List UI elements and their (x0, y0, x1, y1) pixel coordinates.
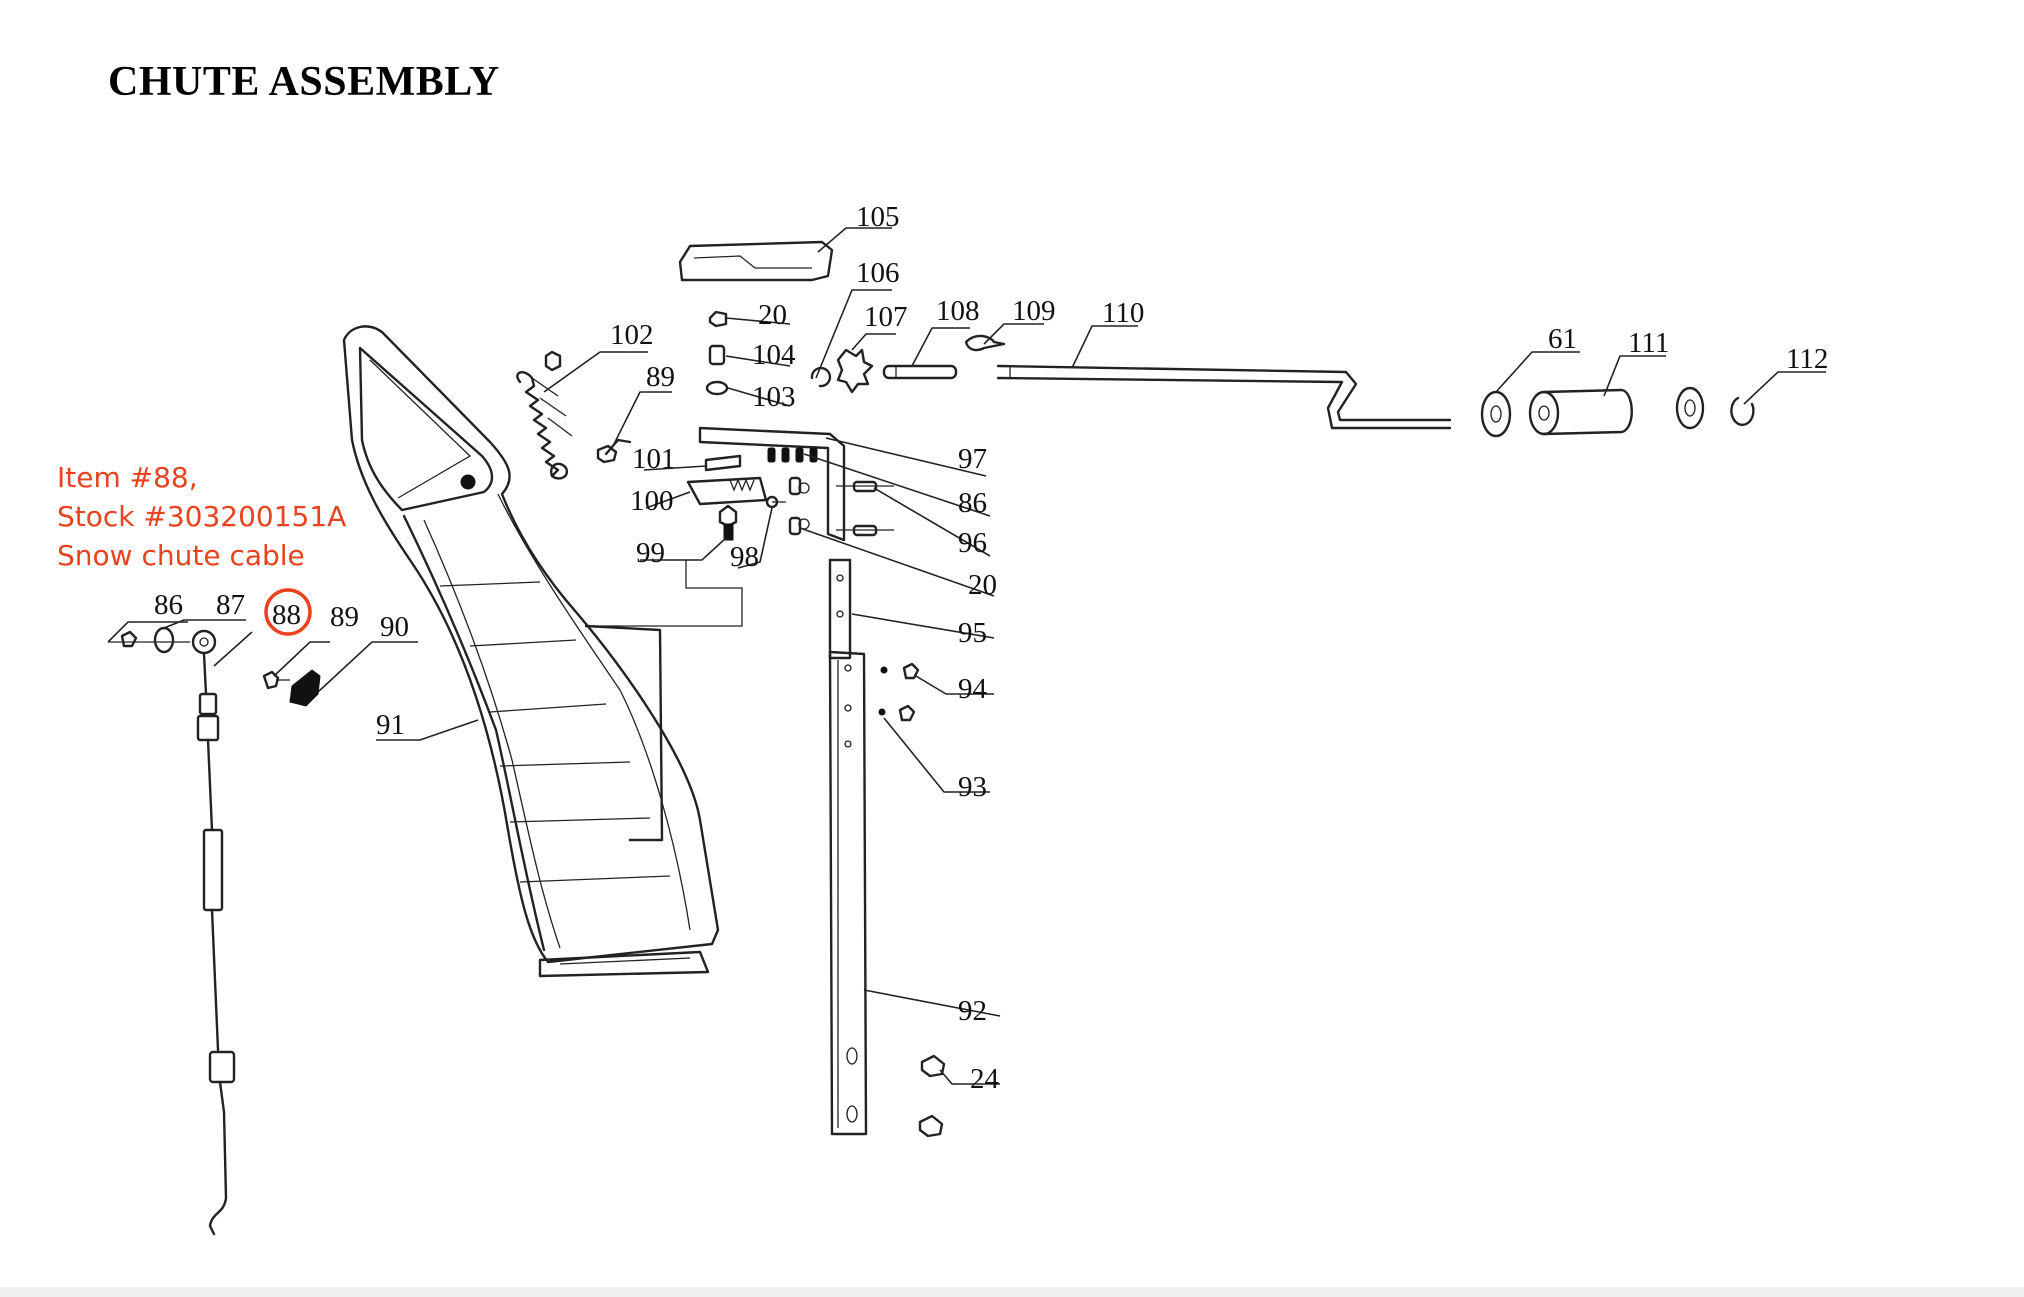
callout-20-side: 20 (968, 569, 997, 601)
callout-106: 106 (856, 257, 900, 289)
callout-99: 99 (636, 537, 665, 569)
callout-20-top: 20 (758, 299, 787, 331)
part-106-clip (810, 366, 832, 388)
callout-88: 88 (272, 599, 301, 631)
callout-87: 87 (216, 589, 245, 621)
part-98-screw (765, 495, 786, 509)
bracket-leader (586, 560, 743, 627)
part-20-nuts-side (788, 476, 802, 536)
part-61-washer (1480, 390, 1512, 438)
callout-91: 91 (376, 709, 405, 741)
part-91-chute (342, 325, 720, 978)
callout-98: 98 (730, 541, 759, 573)
part-86-screws (767, 447, 818, 463)
diagram-title: CHUTE ASSEMBLY (108, 59, 500, 105)
callout-110: 110 (1102, 297, 1144, 329)
part-24-bolts (918, 1054, 946, 1138)
callout-112: 112 (1786, 343, 1828, 375)
part-87-washer (140, 626, 190, 654)
callout-105: 105 (856, 201, 900, 233)
callout-108: 108 (936, 295, 980, 327)
callout-96: 96 (958, 527, 987, 559)
callout-95: 95 (958, 617, 987, 649)
note-line-item: Item #88, (57, 461, 198, 494)
part-washer-right (1675, 386, 1705, 430)
part-104-nut (708, 344, 726, 366)
part-86-screw-left (108, 630, 140, 648)
bottom-scroll-edge (0, 1287, 2024, 1297)
callout-103: 103 (752, 381, 796, 413)
callout-104: 104 (752, 339, 796, 371)
callout-92: 92 (958, 995, 987, 1027)
callout-97: 97 (958, 443, 987, 475)
part-100-rack (686, 476, 768, 506)
callout-86-left: 86 (154, 589, 183, 621)
part-102-spring (516, 350, 573, 480)
part-109-hairpin (964, 334, 1006, 352)
callout-61: 61 (1548, 323, 1577, 355)
part-111-sleeve (1528, 388, 1633, 436)
callout-101: 101 (632, 443, 676, 475)
highlight-circle-88 (264, 588, 312, 636)
item-note: Item #88, Stock #303200151A Snow chute c… (57, 458, 346, 575)
leader-lines (107, 227, 1826, 1085)
part-92-support-bar (828, 650, 868, 1136)
part-107-gear (836, 348, 874, 394)
note-line-stock: Stock #303200151A (57, 500, 347, 533)
part-89-bolt-left (262, 670, 290, 690)
part-101-plate (704, 454, 742, 472)
callout-89-left: 89 (330, 601, 359, 633)
part-112-snap-ring (1730, 396, 1755, 426)
part-96-bolts (852, 480, 878, 537)
callout-86-upper: 86 (958, 487, 987, 519)
callout-93: 93 (958, 771, 987, 803)
callout-107: 107 (864, 301, 908, 333)
callout-102: 102 (610, 319, 654, 351)
callout-94: 94 (958, 673, 988, 705)
callout-24: 24 (970, 1063, 1000, 1095)
part-108-pin (882, 364, 958, 380)
callout-100: 100 (630, 485, 674, 517)
part-99-bolt (718, 504, 738, 541)
part-20-nut-top (708, 310, 728, 328)
callout-labels: 105 106 107 108 109 110 20 104 103 102 8… (154, 201, 1828, 1095)
note-line-description: Snow chute cable (57, 539, 305, 572)
part-89-bolt-upper (596, 438, 632, 464)
part-103-washer (705, 380, 729, 396)
callout-89-upper: 89 (646, 361, 675, 393)
part-110-crank-rod (996, 364, 1452, 430)
callout-111: 111 (1628, 327, 1669, 359)
part-90-bracket (289, 669, 321, 707)
part-105-cap (678, 240, 834, 282)
part-97-bracket (698, 426, 894, 542)
callout-90: 90 (380, 611, 409, 643)
callout-109: 109 (1012, 295, 1056, 327)
part-94-screws (878, 662, 920, 722)
part-88-cable (191, 629, 236, 1236)
part-95-upper-bar (828, 558, 852, 660)
